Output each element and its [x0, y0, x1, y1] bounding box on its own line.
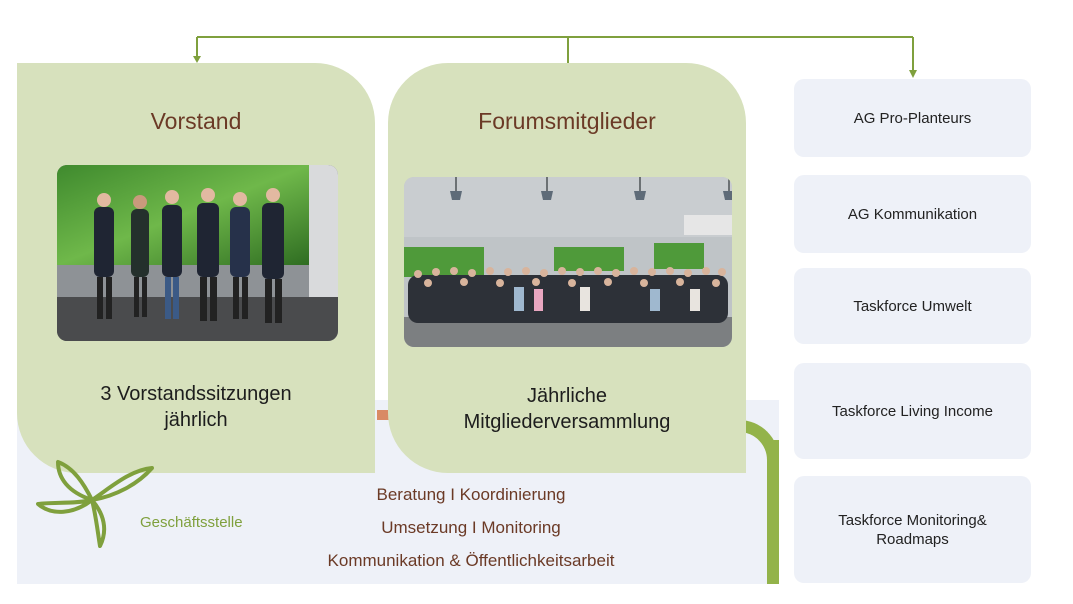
- forum-caption-line1: Jährliche: [526, 385, 608, 407]
- wg-label: AG Pro-Planteurs: [853, 109, 972, 127]
- wg-label-line1: Taskforce Monitoring&: [838, 511, 987, 529]
- leaf-trefoil-icon: [36, 460, 154, 548]
- gs-task-line1: Beratung I Koordinierung: [376, 485, 566, 504]
- vorstand-photo: [57, 165, 338, 341]
- forumsmitglieder-card: Forumsmitglieder: [388, 63, 746, 473]
- green-vertical-border: [767, 440, 779, 584]
- vorstand-card: Vorstand: [17, 63, 375, 473]
- gs-task-line2: Umsetzung I Monitoring: [381, 518, 561, 537]
- connector-lines: [193, 36, 917, 78]
- vorstand-title: Vorstand: [150, 108, 242, 134]
- geschaeftsstelle-label: Geschäftsstelle: [140, 514, 243, 531]
- arrow-down-icon: [193, 56, 201, 63]
- orange-marker: [377, 410, 389, 420]
- vorstand-caption-line1: 3 Vorstandssitzungen: [100, 383, 292, 405]
- forum-caption-line2: Mitgliederversammlung: [463, 411, 671, 433]
- gs-task-line3: Kommunikation & Öffentlichkeitsarbeit: [327, 551, 615, 570]
- wg-box-taskforce-umwelt: Taskforce Umwelt: [794, 268, 1031, 344]
- forum-group-photo: [404, 177, 732, 347]
- wg-label: AG Kommunikation: [847, 205, 978, 223]
- vorstand-caption-line2: jährlich: [164, 409, 228, 431]
- wg-label: Taskforce Living Income: [832, 402, 993, 420]
- wg-label: Taskforce Umwelt: [853, 297, 972, 315]
- wg-box-ag-pro-planteurs: AG Pro-Planteurs: [794, 79, 1031, 157]
- forum-title: Forumsmitglieder: [478, 108, 656, 134]
- wg-box-taskforce-living-income: Taskforce Living Income: [794, 363, 1031, 459]
- wg-box-taskforce-monitoring: Taskforce Monitoring& Roadmaps: [794, 476, 1031, 583]
- wg-box-ag-kommunikation: AG Kommunikation: [794, 175, 1031, 253]
- arrow-down-icon: [909, 70, 917, 78]
- wg-label-line2: Roadmaps: [876, 530, 949, 548]
